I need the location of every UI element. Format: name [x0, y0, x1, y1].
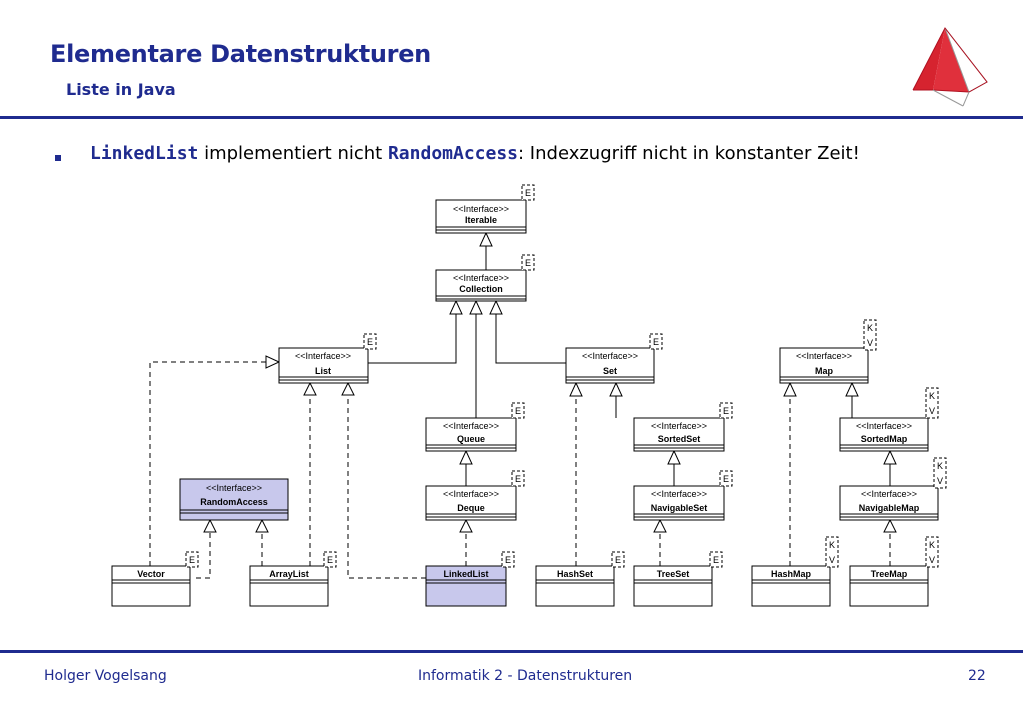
bullet-text-part2: : Indexzugriff nicht in konstanter Zeit! — [518, 143, 860, 164]
type-param-v: V — [937, 476, 943, 486]
stereotype-label: <<Interface>> — [453, 273, 509, 283]
class-treemap: TreeMap K V — [849, 536, 939, 607]
type-param-e: E — [367, 337, 373, 347]
bullet-code-linkedlist: LinkedList — [90, 143, 199, 164]
bullet-text-part1: implementiert nicht — [198, 143, 388, 164]
stereotype-label: <<Interface>> — [453, 204, 509, 214]
stereotype-label: <<Interface>> — [206, 483, 262, 493]
interface-deque: <<Interface>> Deque E — [425, 470, 525, 521]
vector-label: Vector — [137, 569, 165, 579]
bullet-code-randomaccess: RandomAccess — [387, 143, 519, 164]
header-divider — [0, 116, 1023, 119]
stereotype-label: <<Interface>> — [582, 351, 638, 361]
class-vector: Vector E — [111, 551, 199, 607]
bullet-text: LinkedList implementiert nicht RandomAcc… — [90, 143, 860, 164]
type-param-e: E — [525, 258, 531, 268]
type-param-e: E — [713, 555, 719, 565]
interface-queue: <<Interface>> Queue E — [425, 402, 525, 452]
hashset-label: HashSet — [557, 569, 593, 579]
footer-page-number: 22 — [968, 668, 986, 684]
sortedset-label: SortedSet — [658, 434, 701, 444]
interface-navigableset: <<Interface>> NavigableSet E — [633, 470, 733, 521]
stereotype-label: <<Interface>> — [295, 351, 351, 361]
type-param-v: V — [867, 338, 873, 348]
map-label: Map — [815, 366, 834, 376]
interface-sortedmap: <<Interface>> SortedMap K V — [839, 387, 939, 452]
type-param-e: E — [505, 555, 511, 565]
list-label: List — [315, 366, 331, 376]
interface-set: <<Interface>> Set E — [565, 333, 663, 384]
treeset-label: TreeSet — [657, 569, 690, 579]
type-param-v: V — [829, 555, 835, 565]
logo-icon — [912, 27, 988, 107]
interface-sortedset: <<Interface>> SortedSet E — [633, 402, 733, 452]
type-param-v: V — [929, 555, 935, 565]
slide-subtitle: Liste in Java — [66, 80, 176, 99]
sortedmap-label: SortedMap — [861, 434, 908, 444]
iterable-label: Iterable — [465, 215, 497, 225]
realization-arrowheads — [203, 355, 897, 533]
collection-label: Collection — [459, 284, 503, 294]
queue-label: Queue — [457, 434, 485, 444]
realization-connectors — [149, 361, 891, 579]
class-arraylist: ArrayList E — [249, 551, 337, 607]
footer-divider — [0, 650, 1023, 653]
type-param-e: E — [723, 406, 729, 416]
type-param-e: E — [615, 555, 621, 565]
footer-course: Informatik 2 - Datenstrukturen — [418, 668, 633, 684]
stereotype-label: <<Interface>> — [443, 421, 499, 431]
treemap-label: TreeMap — [871, 569, 908, 579]
type-param-e: E — [525, 188, 531, 198]
type-param-k: K — [937, 461, 943, 471]
set-label: Set — [603, 366, 617, 376]
type-param-e: E — [653, 337, 659, 347]
type-param-e: E — [515, 406, 521, 416]
type-param-k: K — [929, 391, 935, 401]
randomaccess-label: RandomAccess — [200, 497, 268, 507]
type-param-e: E — [189, 555, 195, 565]
class-linkedlist: LinkedList E — [425, 551, 515, 607]
interface-navigablemap: <<Interface>> NavigableMap K V — [839, 457, 947, 521]
interface-map: <<Interface>> Map K V — [779, 319, 877, 384]
class-hashset: HashSet E — [535, 551, 625, 607]
connectors — [368, 231, 897, 486]
stereotype-label: <<Interface>> — [443, 489, 499, 499]
stereotype-label: <<Interface>> — [796, 351, 852, 361]
interface-collection: <<Interface>> Collection E — [435, 254, 535, 302]
linkedlist-label: LinkedList — [443, 569, 488, 579]
type-param-k: K — [867, 323, 873, 333]
hashmap-label: HashMap — [771, 569, 812, 579]
footer-author: Holger Vogelsang — [44, 668, 167, 684]
type-param-e: E — [723, 474, 729, 484]
deque-label: Deque — [457, 503, 485, 513]
interface-iterable: <<Interface>> Iterable E — [435, 184, 535, 234]
type-param-e: E — [327, 555, 333, 565]
interface-list: <<Interface>> List E — [278, 333, 377, 384]
type-param-v: V — [929, 406, 935, 416]
type-param-e: E — [515, 474, 521, 484]
stereotype-label: <<Interface>> — [651, 489, 707, 499]
class-hashmap: HashMap K V — [751, 536, 839, 607]
slide-title: Elementare Datenstrukturen — [50, 40, 431, 68]
type-param-k: K — [829, 540, 835, 550]
stereotype-label: <<Interface>> — [861, 489, 917, 499]
bullet-marker — [55, 155, 61, 161]
navigableset-label: NavigableSet — [651, 503, 708, 513]
stereotype-label: <<Interface>> — [651, 421, 707, 431]
interface-randomaccess: <<Interface>> RandomAccess — [179, 478, 289, 521]
type-param-k: K — [929, 540, 935, 550]
arraylist-label: ArrayList — [269, 569, 309, 579]
class-treeset: TreeSet E — [633, 551, 723, 607]
navigablemap-label: NavigableMap — [859, 503, 920, 513]
stereotype-label: <<Interface>> — [856, 421, 912, 431]
